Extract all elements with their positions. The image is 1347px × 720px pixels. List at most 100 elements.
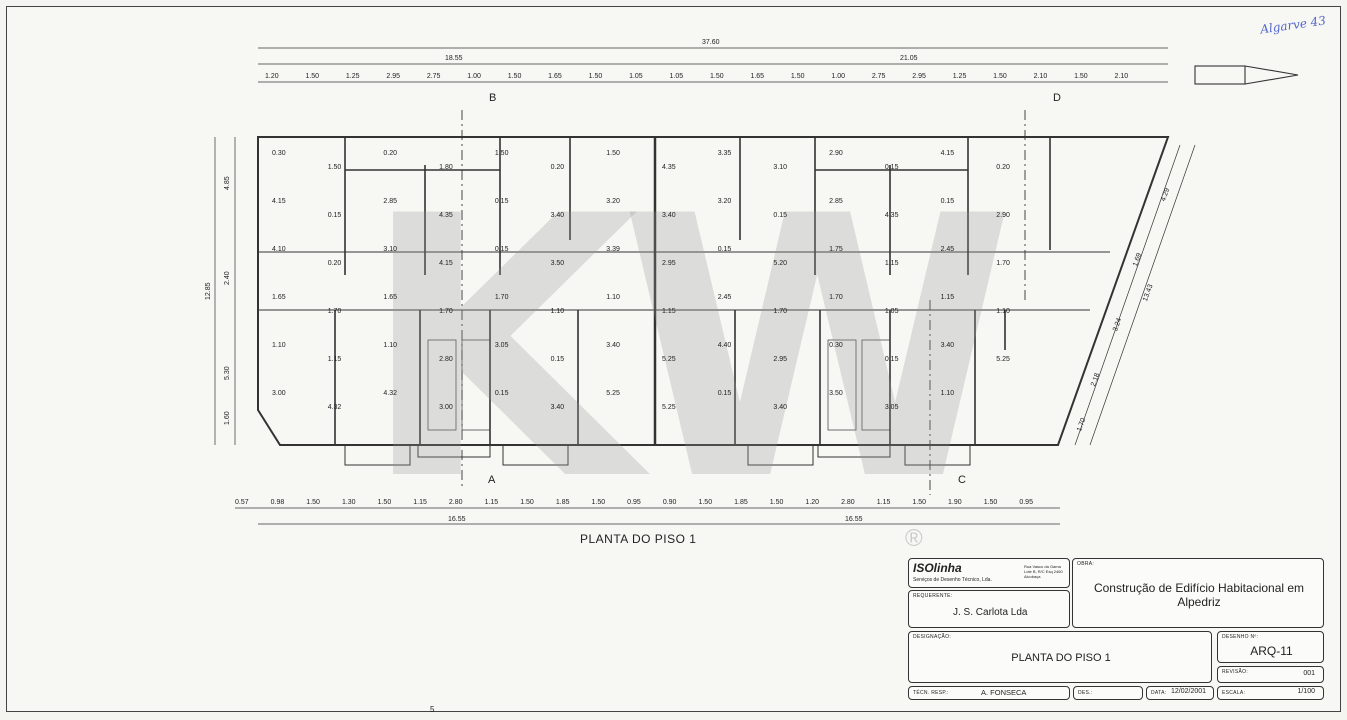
dim-top-segment: 1.50 [790,73,805,80]
dim-interior: 3.40 [606,342,620,349]
dim-interior: 2.90 [829,150,843,157]
dim-interior: 1.10 [996,308,1010,315]
dim-bottom-segment: 1.50 [591,499,606,506]
dim-top-segment: 2.10 [1033,73,1048,80]
section-label-c: C [958,474,966,486]
dim-bottom-half: 16.55 [845,516,863,523]
dim-left-segment: 5.30 [224,366,231,380]
dim-interior: 3.00 [272,390,286,397]
dim-interior: 1.15 [940,294,955,301]
dim-interior: 2.85 [383,198,398,205]
dim-top-segment: 1.50 [588,73,603,80]
dim-bottom-segment: 1.50 [698,499,713,506]
dim-top-segment: 2.75 [871,73,886,80]
dim-interior: 4.32 [383,390,398,397]
requerente-box: REQUERENTE: J. S. Carlota Lda [908,590,1070,628]
dim-interior: 4.35 [439,212,453,219]
revisao-value: 001 [1303,670,1315,677]
tecn-value: A. FONSECA [981,688,1027,697]
dim-interior: 1.70 [829,294,843,301]
dim-interior: 4.32 [327,404,342,411]
dim-interior: 3.20 [717,198,732,205]
dim-interior: 3.40 [550,212,565,219]
dim-interior: 0.15 [884,356,899,363]
dim-top-segment: 1.05 [669,73,684,80]
dim-interior: 3.00 [439,404,453,411]
dim-bottom-segment: 0.90 [662,499,677,506]
requerente-value: J. S. Carlota Lda [953,607,1028,618]
dim-interior: 2.95 [773,356,788,363]
des-label: DES.: [1078,690,1093,696]
dim-top-segment: 1.65 [548,73,562,80]
dim-interior: 0.15 [884,164,899,171]
dim-top-segment: 1.00 [467,73,481,80]
escala-value: 1/100 [1297,688,1315,695]
company-logo: ISOlinha [913,561,962,575]
dim-bottom-segment: 1.20 [805,499,820,506]
obra-box: OBRA: Construção de Edifício Habitaciona… [1072,558,1324,628]
dim-interior: 4.15 [439,260,453,267]
dim-interior: 3.39 [606,246,620,253]
dim-interior: 1.70 [494,294,509,301]
dim-interior: 1.05 [884,308,899,315]
dim-bottom-segment: 0.57 [235,499,249,506]
data-value: 12/02/2001 [1171,688,1207,695]
dim-interior: 3.20 [606,198,620,205]
dim-interior: 4.35 [662,164,676,171]
dim-interior: 1.50 [606,150,620,157]
dim-bottom-segment: 1.50 [377,499,392,506]
dim-interior: 5.25 [996,356,1010,363]
dim-interior: 0.15 [494,246,509,253]
dim-interior: 0.15 [773,212,788,219]
dim-interior: 1.10 [550,308,565,315]
dim-interior: 4.10 [272,246,286,253]
dim-interior: 2.80 [439,356,453,363]
dim-left-segment: 4.85 [224,176,231,190]
dim-interior: 0.15 [494,198,509,205]
company-box: ISOlinha Serviços de Desenho Técnico, Ld… [908,558,1070,588]
dim-interior: 3.05 [494,342,509,349]
dim-bottom-segment: 0.95 [1019,499,1033,506]
dim-interior: 0.20 [327,260,342,267]
dim-bottom-segment: 1.85 [734,499,748,506]
dim-interior: 3.50 [550,260,565,267]
dim-top-segment: 1.50 [507,73,522,80]
dim-interior: 3.50 [829,390,843,397]
dim-interior: 1.70 [773,308,788,315]
dim-interior: 1.15 [327,356,342,363]
dim-bottom-segment: 2.80 [841,499,855,506]
dim-interior: 0.20 [383,150,398,157]
dim-top-segment: 2.10 [1114,73,1129,80]
dim-top-segment: 1.00 [831,73,845,80]
page-number: 5 [430,705,435,714]
dim-interior: 3.40 [550,404,565,411]
dim-interior: 1.15 [662,308,676,315]
company-address: Rua Vasco da Gama Lote B, R/C Esq 2460 A… [1024,564,1063,579]
dim-interior: 5.20 [773,260,788,267]
dim-interior: 0.15 [940,198,955,205]
dim-top-segment: 1.05 [629,73,643,80]
des-box: DES.: [1073,686,1143,700]
dim-left-overall: 12.85 [205,282,212,300]
obra-label: OBRA: [1077,561,1095,567]
designacao-box: DESIGNAÇÃO: PLANTA DO PISO 1 [908,631,1212,683]
dim-bottom-segment: 2.80 [448,499,463,506]
dim-bottom-segment: 1.30 [341,499,356,506]
dim-interior: 3.35 [717,150,732,157]
dim-top-segment: 1.50 [710,73,724,80]
dim-left-segment: 2.40 [224,271,231,285]
dim-interior: 3.05 [884,404,899,411]
revisao-box: REVISÃO: 001 [1217,666,1324,683]
dim-interior: 1.70 [327,308,342,315]
dim-top-segment: 1.25 [345,73,360,80]
dim-interior: 3.40 [773,404,788,411]
dim-interior: 2.90 [996,212,1010,219]
dim-interior: 0.15 [494,390,509,397]
dim-interior: 4.15 [940,150,955,157]
dim-interior: 1.10 [940,390,955,397]
dim-interior: 1.10 [383,342,398,349]
dim-bottom-segment: 1.15 [484,499,499,506]
dim-interior: 1.10 [272,342,286,349]
dim-interior: 1.65 [383,294,398,301]
